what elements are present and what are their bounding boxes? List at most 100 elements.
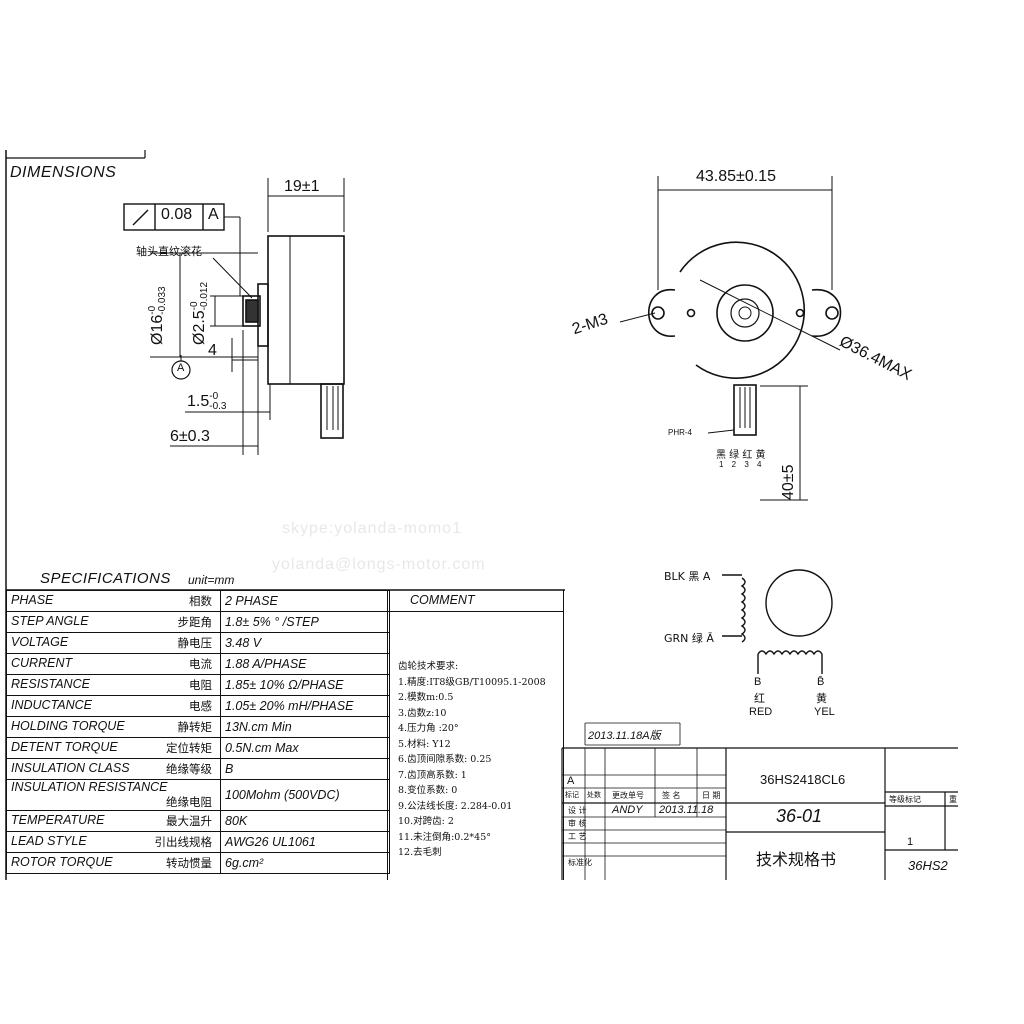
datum-label: A [208, 206, 219, 223]
gear-note-line: 5.材料: Y12 [398, 738, 451, 750]
spec-value: 1.88 A/PHASE [220, 653, 390, 675]
wiring-grn: GRN 绿 Ā [664, 632, 714, 645]
gear-note-line: 11.未注倒角:0.2*45° [398, 831, 492, 843]
wire-pins: 1 2 3 4 [719, 460, 765, 469]
spec-value: 0.5N.cm Max [220, 737, 390, 759]
revision-note: 2013.11.18A版 [588, 730, 661, 742]
wire-len-dim: 40±5 [780, 464, 797, 500]
spec-label-cn: 绝缘电阻 [166, 795, 212, 809]
spec-label-cn: 电感 [189, 699, 212, 713]
spec-label-cn: 引出线规格 [154, 835, 213, 849]
wire-colors: 黑 绿 红 黄 [716, 450, 766, 461]
gear-note-line: 10.对跨齿: 2 [398, 816, 454, 827]
design-cn: 设 计 [568, 806, 587, 815]
spec-label-cn: 定位转矩 [166, 741, 212, 755]
designer: ANDY [612, 804, 643, 816]
gear-note-line: 12.去毛刺 [398, 847, 442, 858]
front-view [619, 176, 842, 501]
spec-value: AWG26 UL1061 [220, 831, 390, 853]
spec-label-cn: 静电压 [177, 636, 213, 650]
knurl-note: 轴头直纹滚花 [136, 245, 202, 258]
gear-note-line: 4.压力角 :20° [398, 723, 459, 734]
wiring-yel: YEL [814, 706, 835, 718]
spec-label-cn: 静转矩 [177, 720, 213, 734]
gear-note-line: 7.齿顶高系数: 1 [398, 769, 467, 781]
date-cn: 日 期 [702, 791, 721, 800]
comment-header: COMMENT [388, 590, 563, 612]
boss-dim: 1.5-0-0.3 [187, 391, 227, 412]
length-dim: 19±1 [284, 178, 320, 195]
design-date: 2013.11.18 [659, 804, 714, 816]
spec-value: 2 PHASE [220, 590, 390, 612]
gear-note-line: 3.齿数z:10 [398, 707, 447, 719]
unit-label: unit=mm [188, 573, 235, 587]
spec-value: 80K [220, 810, 390, 832]
wiring-blk: BLK 黑 A [664, 570, 711, 583]
drawing-number: 36-01 [776, 806, 823, 826]
spec-value: 100Mohm (500VDC) [220, 779, 390, 811]
spec-label-cn: 最大温升 [166, 814, 212, 828]
side-view [123, 178, 345, 455]
spec-label-cn: 绝缘等级 [166, 762, 212, 776]
gear-note-line: 6.齿顶间隙系数: 0.25 [398, 754, 492, 765]
review-cn: 审 核 [568, 819, 587, 828]
width-dim: 43.85±0.15 [696, 168, 776, 185]
weight-cn: 重 [949, 795, 957, 804]
process-cn: 工 艺 [568, 832, 587, 841]
dimensions-heading: DIMENSIONS [10, 164, 117, 181]
spec-value: 1.05± 20% mH/PHASE [220, 695, 390, 717]
datum-circle-label: A [177, 362, 185, 374]
wiring-red: RED [749, 706, 773, 718]
wiring-diagram [722, 569, 833, 674]
shaft-flat-dim: Ø2.5-0-0.012 [189, 281, 210, 345]
gear-note-line: 2.模数m:0.5 [398, 692, 454, 703]
spec-value: 1.85± 10% Ω/PHASE [220, 674, 390, 696]
wiring-b: B [754, 676, 762, 688]
spec-label-cn: 电流 [189, 657, 212, 671]
specifications-heading: SPECIFICATIONS [40, 570, 171, 587]
wiring-b-bar: B̄ [817, 676, 825, 688]
rev-mark: A [567, 775, 575, 787]
watermark-email: yolanda@longs-motor.com [272, 556, 486, 573]
change-cn: 更改单号 [612, 791, 644, 800]
spec-value: 13N.cm Min [220, 716, 390, 738]
gear-note-line: 1.精度:IT8级GB/T10095.1-2008 [398, 676, 546, 688]
shaft-dia-dim: Ø16-0-0.033 [147, 286, 168, 345]
model-short: 36HS2 [908, 858, 948, 873]
spec-label-cn: 转动惯量 [166, 856, 212, 870]
gear-note-line: 9.公法线长度: 2.284-0.01 [398, 800, 513, 812]
doc-title: 技术规格书 [756, 850, 837, 869]
spec-label-cn: 电阻 [189, 678, 212, 692]
spec-value: 3.48 V [220, 632, 390, 654]
wiring-red-cn: 红 [754, 692, 765, 705]
mark-cn: 标记 [565, 791, 579, 799]
gear-note-line: 齿轮技术要求: [398, 661, 459, 672]
spec-value: 1.8± 5% ° /STEP [220, 611, 390, 633]
sign-cn: 签 名 [662, 791, 681, 800]
gear-note-line: 8.变位系数: 0 [398, 785, 458, 796]
runout-value: 0.08 [161, 206, 193, 223]
comment-column: COMMENT 齿轮技术要求: 1.精度:IT8级GB/T10095.1-2008… [387, 590, 564, 880]
spec-label-cn: 步距角 [177, 615, 213, 629]
